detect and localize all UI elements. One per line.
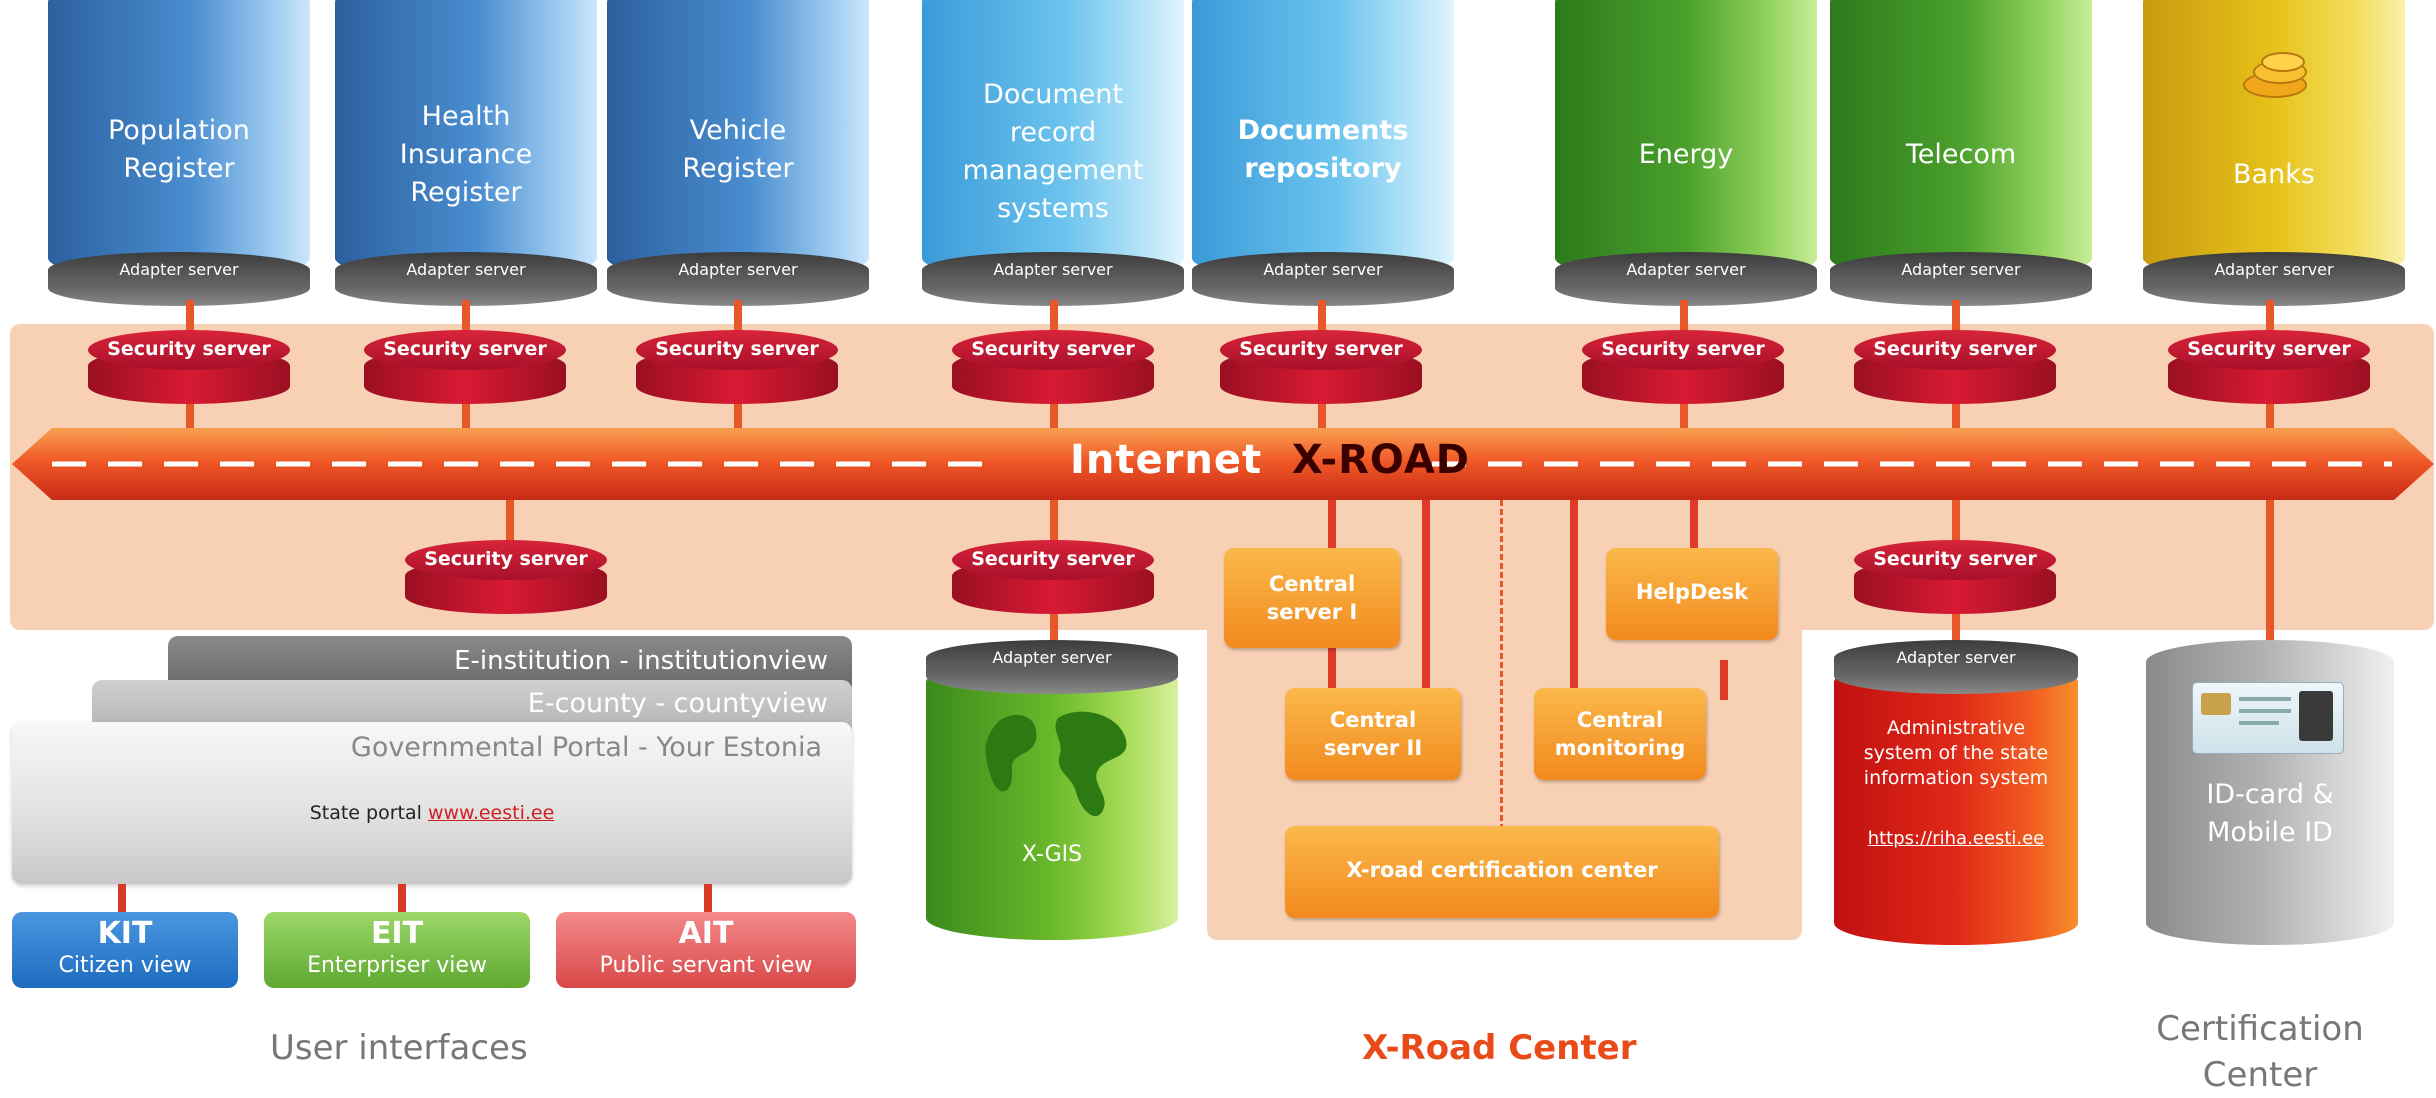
coins-icon: [2239, 52, 2311, 100]
health-insurance-register-db: Health Insurance Register Adapter server: [335, 0, 597, 306]
adapter-server-label: Adapter server: [1896, 648, 2016, 667]
security-server: Security server: [1854, 330, 2056, 404]
security-server: Security server: [364, 330, 566, 404]
security-server: Security server: [88, 330, 290, 404]
certification-center-caption: Certification Center: [2156, 1009, 2364, 1095]
document-management-db: Document record management systems Adapt…: [922, 0, 1184, 306]
xroad-certification-center-box: X-road certification center: [1285, 826, 1719, 918]
vehicle-register-db: Vehicle Register Adapter server: [607, 0, 869, 306]
register-label: Vehicle Register: [682, 115, 794, 184]
connector-line: [1952, 490, 1960, 550]
dashed-divider: [1500, 500, 1503, 830]
adapter-server-label: Adapter server: [406, 260, 526, 279]
riha-link[interactable]: https://riha.eesti.ee: [1867, 828, 2045, 849]
register-label: Documents repository: [1237, 115, 1409, 184]
adapter-server-label: Adapter server: [119, 260, 239, 279]
governmental-portal-layer: Governmental Portal - Your Estonia State…: [12, 722, 852, 884]
telecom-db: Telecom Adapter server: [1830, 0, 2092, 306]
ait-public-servant-view-button[interactable]: AIT Public servant view: [556, 912, 856, 988]
connector-line: [1952, 600, 1960, 640]
connector-line: [1422, 490, 1430, 690]
helpdesk-box: HelpDesk: [1606, 548, 1778, 640]
register-label: Health Insurance Register: [399, 101, 533, 208]
connector-line: [1050, 600, 1058, 640]
connector-line: [704, 884, 712, 914]
adapter-server-label: Adapter server: [1901, 260, 2021, 279]
energy-db: Energy Adapter server: [1555, 0, 1817, 306]
connector-line: [1690, 490, 1698, 550]
kit-citizen-view-button[interactable]: KIT Citizen view: [12, 912, 238, 988]
security-server: Security server: [2168, 330, 2370, 404]
xroad-arrow: [12, 428, 2434, 500]
security-server: Security server: [952, 330, 1154, 404]
register-label: Telecom: [1905, 139, 2017, 170]
banks-db: Banks Adapter server: [2143, 0, 2405, 306]
state-portal-link[interactable]: www.eesti.ee: [427, 802, 555, 824]
register-label: Banks: [2233, 159, 2315, 190]
user-interfaces-caption: User interfaces: [270, 1028, 528, 1068]
xroad-title: Internet X-ROAD: [1070, 437, 1470, 483]
idcard-label: ID-card & Mobile ID: [2206, 779, 2334, 848]
connector-line: [1050, 490, 1058, 550]
connector-line: [398, 884, 406, 914]
connector-line: [2266, 490, 2274, 640]
register-label: Energy: [1638, 139, 1734, 170]
adapter-server-label: Adapter server: [1626, 260, 1746, 279]
security-server: Security server: [952, 540, 1154, 614]
adapter-server-label: Adapter server: [678, 260, 798, 279]
connector-line: [1570, 490, 1578, 690]
admin-system-db: Adapter server Administrative system of …: [1834, 640, 2078, 945]
id-card-icon: [2192, 682, 2344, 754]
security-server: Security server: [1220, 330, 1422, 404]
adapter-server-label: Adapter server: [992, 648, 1112, 667]
adapter-server-label: Adapter server: [2214, 260, 2334, 279]
xgis-label: X-GIS: [1021, 842, 1083, 867]
xroad-center-caption: X-Road Center: [1362, 1028, 1637, 1068]
security-server: Security server: [1582, 330, 1784, 404]
connector-line: [1328, 490, 1336, 550]
xgis-db: Adapter server X-GIS: [926, 640, 1178, 940]
idcard-db: ID-card & Mobile ID: [2146, 640, 2394, 945]
register-label: Population Register: [108, 115, 250, 184]
adapter-server-label: Adapter server: [993, 260, 1113, 279]
connector-line: [1328, 630, 1336, 690]
security-server: Security server: [1854, 540, 2056, 614]
eit-enterpriser-view-button[interactable]: EIT Enterpriser view: [264, 912, 530, 988]
central-server-1-box: Central server I: [1224, 548, 1400, 648]
security-server: Security server: [636, 330, 838, 404]
state-portal-prefix: State portal: [309, 802, 422, 824]
connector-line: [118, 884, 126, 914]
admin-system-text: Administrative system of the state infor…: [1863, 717, 2049, 789]
register-label: Document record management systems: [962, 79, 1144, 224]
adapter-server-label: Adapter server: [1263, 260, 1383, 279]
population-register-db: Population Register Adapter server: [48, 0, 310, 306]
security-server: Security server: [405, 540, 607, 614]
documents-repository-db: Documents repository Adapter server: [1192, 0, 1454, 306]
central-server-2-box: Central server II: [1285, 688, 1461, 780]
central-monitoring-box: Central monitoring: [1534, 688, 1706, 780]
globe-icon: [985, 711, 1127, 817]
connector-line: [506, 490, 514, 550]
connector-line: [1720, 660, 1728, 700]
